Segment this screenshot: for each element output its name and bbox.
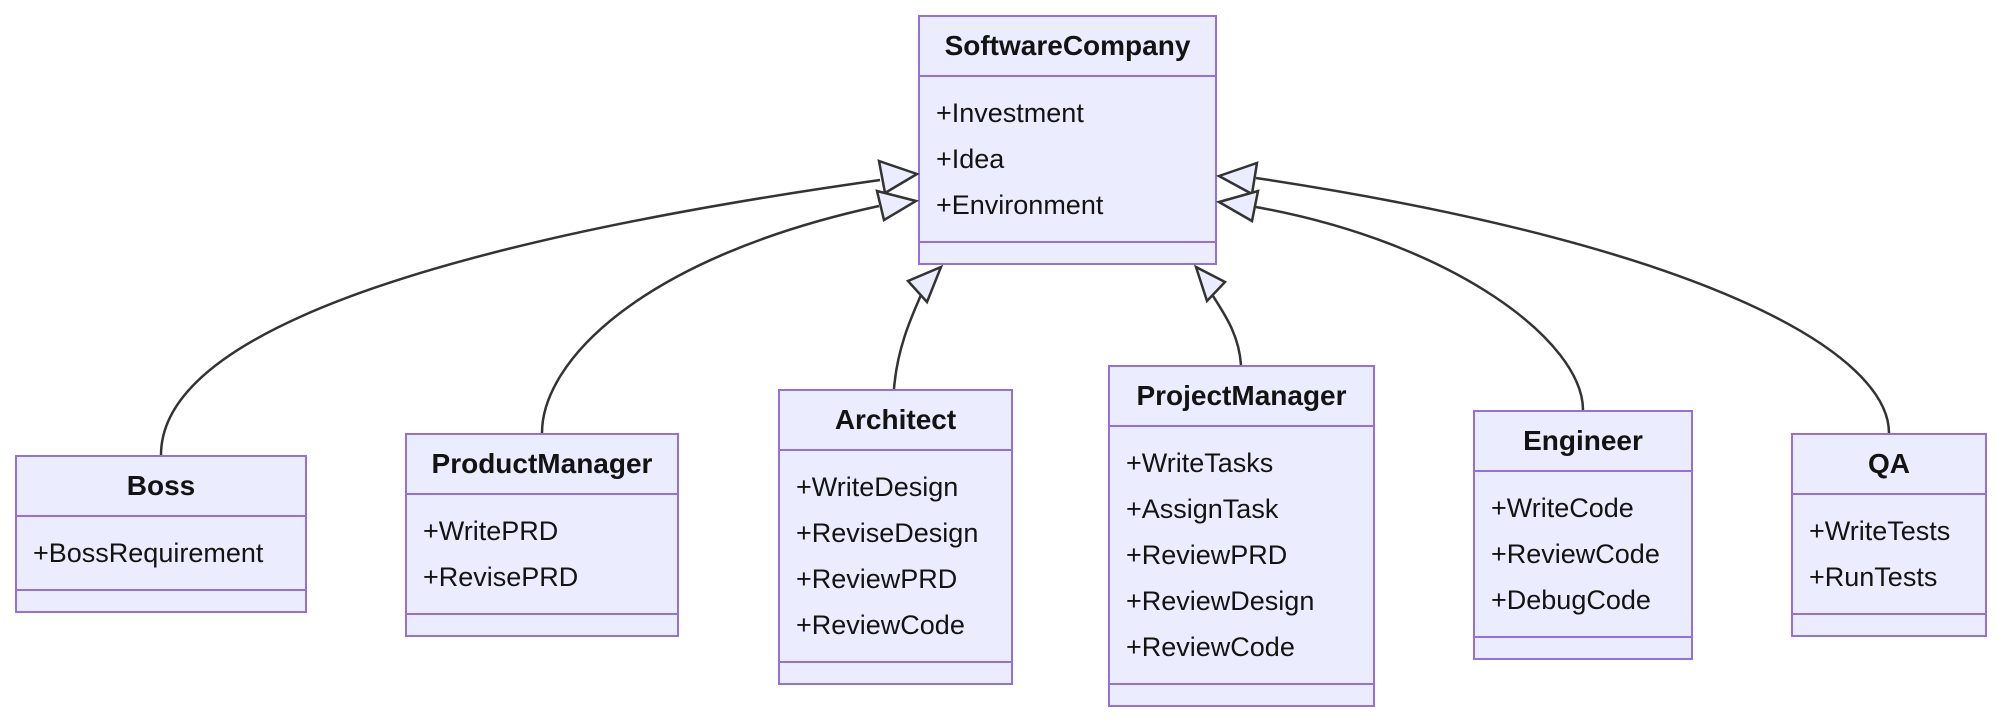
class-methods-section-empty — [17, 591, 305, 611]
class-attribute: +WriteDesign — [796, 472, 959, 502]
class-attribute: +AssignTask — [1126, 494, 1279, 524]
class-attribute: +ReviewCode — [1491, 539, 1660, 569]
class-attribute: +WritePRD — [423, 516, 559, 546]
class-attributes-section: +WriteTasks +AssignTask +ReviewPRD +Revi… — [1110, 427, 1373, 685]
class-title: ProjectManager — [1110, 367, 1373, 427]
inheritance-arrowhead-projectmanager — [1193, 264, 1228, 304]
class-node-softwarecompany: SoftwareCompany +Investment +Idea +Envir… — [918, 15, 1217, 265]
class-attribute: +RevisePRD — [423, 562, 579, 592]
class-attribute: +WriteTests — [1809, 516, 1951, 546]
class-attributes-section: +WritePRD +RevisePRD — [407, 495, 677, 615]
inheritance-arrowhead-boss — [877, 159, 920, 195]
class-attributes-section: +WriteCode +ReviewCode +DebugCode — [1475, 472, 1691, 638]
class-node-engineer: Engineer +WriteCode +ReviewCode +DebugCo… — [1473, 410, 1693, 660]
class-methods-section-empty — [920, 243, 1215, 263]
class-node-projectmanager: ProjectManager +WriteTasks +AssignTask +… — [1108, 365, 1375, 707]
class-attribute: +RunTests — [1809, 562, 1938, 592]
class-methods-section-empty — [1110, 685, 1373, 705]
inheritance-arrowhead-qa — [1215, 161, 1259, 196]
class-node-qa: QA +WriteTests +RunTests — [1791, 433, 1987, 637]
inheritance-arrowhead-architect — [905, 264, 944, 305]
class-node-productmanager: ProductManager +WritePRD +RevisePRD — [405, 433, 679, 637]
class-title: Boss — [17, 457, 305, 517]
class-attribute: +WriteTasks — [1126, 448, 1274, 478]
inheritance-edge-boss-softwarecompany — [159, 178, 881, 456]
class-attribute: +BossRequirement — [33, 538, 264, 568]
class-attributes-section: +BossRequirement — [17, 517, 305, 591]
inheritance-arrowhead-productmanager — [875, 189, 920, 222]
class-title: Architect — [780, 391, 1011, 451]
class-attribute: +WriteCode — [1491, 493, 1634, 523]
class-attribute: +ReviewPRD — [796, 564, 958, 594]
class-node-architect: Architect +WriteDesign +ReviseDesign +Re… — [778, 389, 1013, 685]
inheritance-edge-architect-softwarecompany — [892, 294, 923, 390]
class-title: Engineer — [1475, 412, 1691, 472]
class-methods-section-empty — [407, 615, 677, 635]
class-attribute: +ReviewCode — [1126, 632, 1295, 662]
class-attribute: +ReviewCode — [796, 610, 965, 640]
class-title: SoftwareCompany — [920, 17, 1215, 77]
class-attribute: +ReviewPRD — [1126, 540, 1288, 570]
class-attributes-section: +WriteTests +RunTests — [1793, 495, 1985, 615]
class-attribute: +ReviewDesign — [1126, 586, 1315, 616]
class-attribute: +Environment — [936, 190, 1104, 220]
class-attributes-section: +WriteDesign +ReviseDesign +ReviewPRD +R… — [780, 451, 1011, 663]
inheritance-arrowhead-engineer — [1215, 189, 1260, 223]
inheritance-edge-projectmanager-softwarecompany — [1211, 295, 1243, 366]
class-methods-section-empty — [780, 663, 1011, 683]
class-methods-section-empty — [1793, 615, 1985, 635]
class-attribute: +DebugCode — [1491, 585, 1651, 615]
class-attributes-section: +Investment +Idea +Environment — [920, 77, 1215, 243]
class-attribute: +Idea — [936, 144, 1005, 174]
class-title: QA — [1793, 435, 1985, 495]
class-methods-section-empty — [1475, 638, 1691, 658]
class-node-boss: Boss +BossRequirement — [15, 455, 307, 613]
class-title: ProductManager — [407, 435, 677, 495]
class-attribute: +ReviseDesign — [796, 518, 979, 548]
class-attribute: +Investment — [936, 98, 1084, 128]
